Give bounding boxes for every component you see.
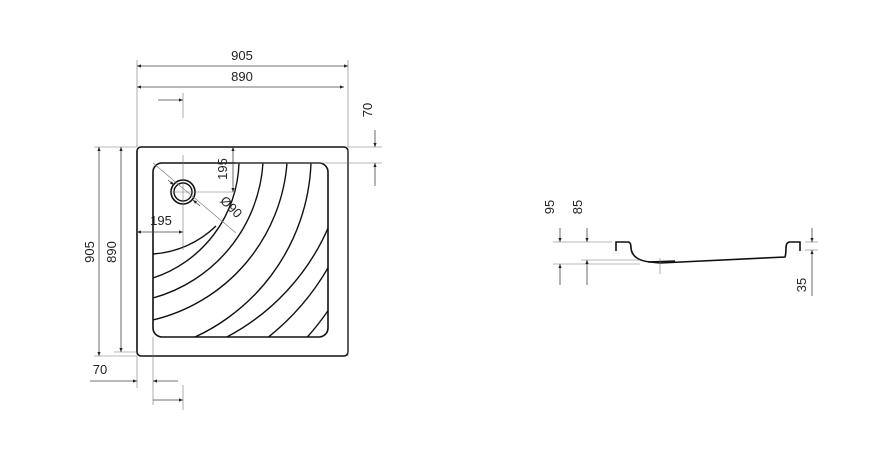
dim-base-height: 85 (570, 200, 585, 214)
dim-total-height: 95 (542, 200, 557, 214)
dim-rim-height: 35 (794, 278, 809, 292)
dim-offset-top: 70 (360, 103, 375, 117)
dim-drain-from-top: 195 (215, 158, 230, 180)
dim-drain-diameter: Ø90 (217, 193, 245, 221)
anti-slip-arcs (153, 163, 328, 337)
side-view: 95 85 35 (542, 200, 818, 296)
dim-inner-depth: 890 (104, 241, 119, 263)
dim-offset-left: 70 (93, 362, 107, 377)
dim-inner-width: 890 (231, 69, 253, 84)
dim-overall-depth: 905 (82, 241, 97, 263)
tray-profile (615, 241, 801, 264)
dim-overall-width: 905 (231, 48, 253, 63)
dim-drain-from-left: 195 (150, 213, 172, 228)
plan-view: 905 890 70 195 195 Ø90 905 890 70 (82, 48, 382, 410)
